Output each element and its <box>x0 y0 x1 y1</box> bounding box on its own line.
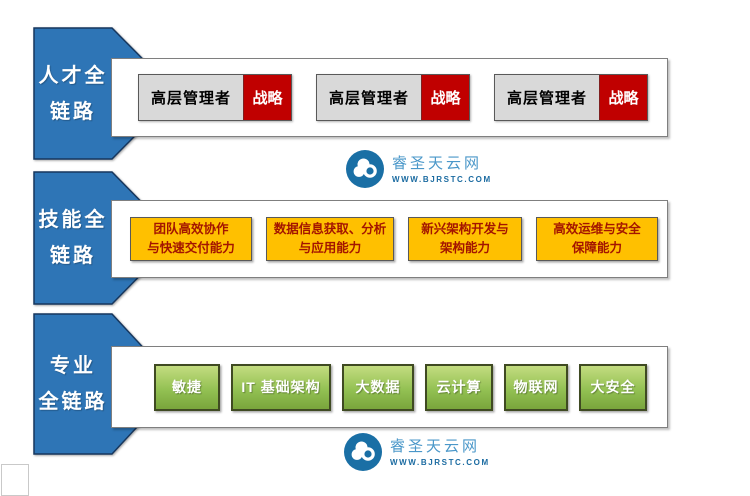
section-label-line2: 链路 <box>50 100 96 123</box>
logo-name: 睿圣天云网 <box>392 154 483 172</box>
logo-name: 睿圣天云网 <box>390 437 481 455</box>
section-label-line1: 专业 <box>50 355 96 377</box>
cloud-logo-icon <box>344 433 382 471</box>
domain-box: IT 基础架构 <box>231 363 331 411</box>
skill-line2: 与快速交付能力 <box>147 241 235 255</box>
domain-box: 大数据 <box>342 363 414 411</box>
skill-line2: 与应用能力 <box>298 241 362 255</box>
manager-strategy-item: 高层管理者 战略 <box>138 74 292 121</box>
watermark-logo: 睿圣天云网 WWW.BJRSTC.COM <box>346 150 492 188</box>
logo-text-block: 睿圣天云网 WWW.BJRSTC.COM <box>390 437 490 467</box>
strategy-tag: 战略 <box>599 75 647 120</box>
watermark-logo: 睿圣天云网 WWW.BJRSTC.COM <box>344 433 490 471</box>
domain-box: 敏捷 <box>154 363 220 411</box>
cloud-logo-icon <box>346 150 384 188</box>
panel-talent-chain: 高层管理者 战略 高层管理者 战略 高层管理者 战略 <box>111 58 668 137</box>
domain-box: 大安全 <box>579 363 647 411</box>
skill-line1: 数据信息获取、分析 <box>273 221 387 236</box>
diagram-canvas: 人才全 链路 高层管理者 战略 高层管理者 战略 高层管理者 战略 睿圣天云网 … <box>1 27 668 496</box>
logo-text-block: 睿圣天云网 WWW.BJRSTC.COM <box>392 154 492 184</box>
skill-box: 数据信息获取、分析 与应用能力 <box>266 217 394 261</box>
section-label-skill: 技能全 链路 <box>33 171 113 305</box>
skill-line1: 团队高效协作 <box>153 221 229 236</box>
domain-box: 云计算 <box>425 363 493 411</box>
skill-line2: 保障能力 <box>571 241 622 255</box>
panel-skill-chain: 团队高效协作 与快速交付能力 数据信息获取、分析 与应用能力 新兴架构开发与 架… <box>111 200 668 278</box>
skill-line1: 新兴架构开发与 <box>421 221 509 236</box>
section-label-line1: 技能全 <box>38 209 108 231</box>
section-label-line2: 全链路 <box>38 391 108 413</box>
manager-role-label: 高层管理者 <box>139 75 243 120</box>
manager-role-label: 高层管理者 <box>317 75 421 120</box>
skill-box: 高效运维与安全 保障能力 <box>536 217 658 261</box>
section-label-line1: 人才全 <box>38 64 108 87</box>
strategy-tag: 战略 <box>421 75 469 120</box>
skill-box: 团队高效协作 与快速交付能力 <box>130 217 252 261</box>
logo-url: WWW.BJRSTC.COM <box>390 458 490 467</box>
skill-line1: 高效运维与安全 <box>553 221 641 236</box>
empty-placeholder-box <box>1 464 29 496</box>
panel-profession-chain: 敏捷 IT 基础架构 大数据 云计算 物联网 大安全 <box>111 346 668 428</box>
strategy-tag: 战略 <box>243 75 291 120</box>
skill-line2: 架构能力 <box>439 241 490 255</box>
domain-box: 物联网 <box>504 363 568 411</box>
skill-box: 新兴架构开发与 架构能力 <box>408 217 522 261</box>
manager-strategy-item: 高层管理者 战略 <box>316 74 470 121</box>
manager-strategy-item: 高层管理者 战略 <box>494 74 648 121</box>
section-label-profession: 专业 全链路 <box>33 313 113 455</box>
manager-role-label: 高层管理者 <box>495 75 599 120</box>
logo-url: WWW.BJRSTC.COM <box>392 175 492 184</box>
section-label-line2: 链路 <box>50 245 96 267</box>
section-label-talent: 人才全 链路 <box>33 27 113 160</box>
